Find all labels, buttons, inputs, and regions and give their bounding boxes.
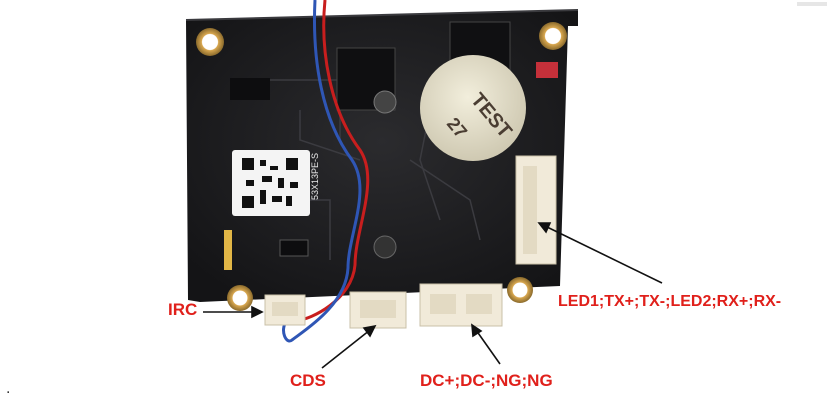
led-connector — [515, 155, 557, 265]
test-sticker — [420, 55, 526, 161]
blue-wire — [282, 0, 362, 343]
cds-connector — [349, 291, 407, 329]
led-network-label: LED1;TX+;TX-;LED2;RX+;RX- — [558, 293, 782, 310]
mounting-holes — [196, 22, 567, 311]
qr-code — [242, 158, 298, 208]
board-label-text: 53X13PE-S — [310, 153, 320, 200]
dc-connector — [419, 283, 503, 327]
footer-bullet: . — [6, 380, 11, 397]
cds-label: CDS — [290, 371, 326, 390]
callout-arrows — [203, 222, 663, 369]
irc-label: IRC — [168, 300, 198, 319]
dc-power-label: DC+;DC-;NG;NG — [420, 371, 553, 390]
irc-connector — [264, 294, 306, 326]
